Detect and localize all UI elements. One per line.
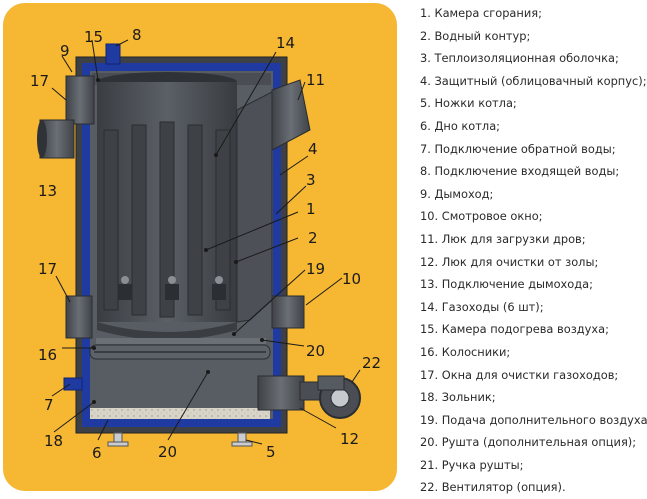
legend-item: 8. Подключение входящей воды; — [420, 160, 647, 183]
callout-6: 6 — [92, 444, 102, 462]
callout-20-bottom: 20 — [158, 443, 177, 461]
legend-item: 6. Дно котла; — [420, 115, 647, 138]
observation-window — [272, 296, 304, 328]
callout-5: 5 — [266, 443, 276, 461]
legend-item: 14. Газоходы (6 шт); — [420, 296, 647, 319]
legend-item: 2. Водный контур; — [420, 25, 647, 48]
callout-8: 8 — [132, 26, 142, 44]
legend-item: 21. Ручка рушты; — [420, 454, 647, 477]
legend-item: 9. Дымоход; — [420, 183, 647, 206]
cleaning-window-left — [66, 296, 92, 338]
return-pipe — [64, 378, 82, 390]
ash-layer — [90, 408, 270, 419]
legend-item: 20. Рушта (дополнительная опция); — [420, 431, 647, 454]
legend-item: 1. Камера сгорания; — [420, 2, 647, 25]
ash-pan — [90, 362, 270, 408]
callout-16: 16 — [38, 346, 57, 364]
legend-item: 11. Люк для загрузки дров; — [420, 228, 647, 251]
callout-14: 14 — [276, 34, 295, 52]
callout-4: 4 — [308, 140, 318, 158]
boiler-bottom — [82, 419, 281, 427]
legend-item: 4. Защитный (облицовачный корпус); — [420, 70, 647, 93]
callout-13: 13 — [38, 182, 57, 200]
callout-15: 15 — [84, 28, 103, 46]
legend-item: 15. Камера подогрева воздуха; — [420, 318, 647, 341]
callout-7: 7 — [44, 396, 54, 414]
callout-9: 9 — [60, 42, 70, 60]
inlet-pipe — [106, 44, 120, 64]
callout-19: 19 — [306, 260, 325, 278]
callout-12: 12 — [340, 430, 359, 448]
callout-11: 11 — [306, 71, 325, 89]
legend-item: 19. Подача дополнительного воздуха; — [420, 409, 647, 432]
right-duct — [237, 92, 272, 322]
callout-2: 2 — [308, 229, 318, 247]
legend-item: 3. Теплоизоляционная оболочка; — [420, 47, 647, 70]
legend-item: 17. Окна для очистки газоходов; — [420, 364, 647, 387]
callout-17-top: 17 — [30, 72, 49, 90]
legend-item: 13. Подключение дымохода; — [420, 273, 647, 296]
legend-item: 12. Люк для очистки от золы; — [420, 251, 647, 274]
callout-18: 18 — [44, 432, 63, 450]
chimney-block — [66, 76, 94, 124]
legend-item: 18. Зольник; — [420, 386, 647, 409]
fire-grate — [96, 338, 266, 344]
boiler-diagram: 1 2 3 4 5 6 7 8 9 10 11 12 13 14 15 16 1… — [0, 0, 400, 496]
callout-1: 1 — [306, 200, 316, 218]
ash-hatch — [258, 376, 304, 410]
callout-22: 22 — [362, 354, 381, 372]
legend-list: 1. Камера сгорания; 2. Водный контур; 3.… — [420, 2, 647, 499]
legend-item: 16. Колосники; — [420, 341, 647, 364]
callout-17-bottom: 17 — [38, 260, 57, 278]
legend-item: 10. Смотровое окно; — [420, 205, 647, 228]
callout-20-right: 20 — [306, 342, 325, 360]
legend-item: 7. Подключение обратной воды; — [420, 138, 647, 161]
callout-3: 3 — [306, 171, 316, 189]
callout-10: 10 — [342, 270, 361, 288]
legend-item: 5. Ножки котла; — [420, 92, 647, 115]
